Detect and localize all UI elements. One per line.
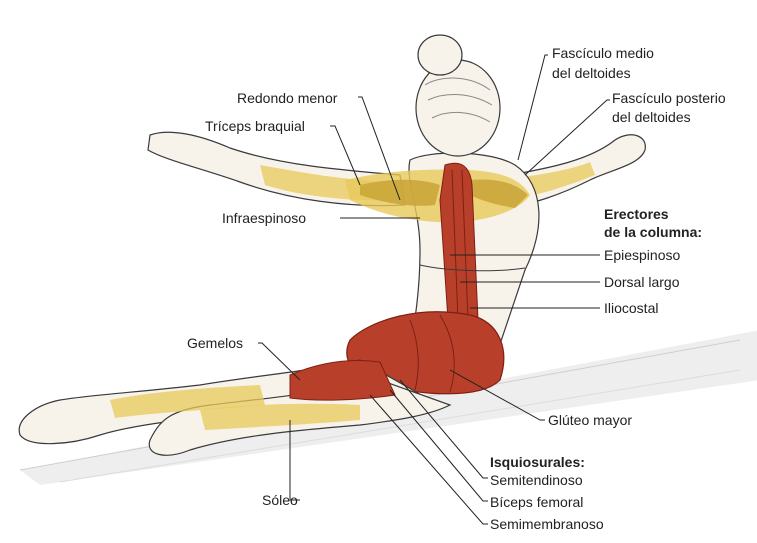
label-infraespinoso: Infraespinoso bbox=[222, 210, 307, 226]
label-dorsal-largo: Dorsal largo bbox=[604, 274, 680, 290]
label-triceps-braquial: Tríceps braquial bbox=[205, 118, 305, 134]
label-fasciculo-medio-line2: del deltoides bbox=[552, 65, 631, 81]
label-fasciculo-posterior-line1: Fascículo posterio bbox=[612, 90, 726, 106]
label-epiespinoso: Epiespinoso bbox=[604, 247, 681, 263]
leader-lines bbox=[258, 54, 610, 525]
label-gluteo-mayor: Glúteo mayor bbox=[548, 412, 633, 428]
label-erectores-title-line1: Erectores bbox=[604, 206, 669, 222]
label-soleo: Sóleo bbox=[262, 492, 298, 508]
label-fasciculo-medio-line1: Fascículo medio bbox=[552, 45, 654, 61]
label-isquiosurales-title: Isquiosurales: bbox=[490, 454, 585, 470]
label-biceps-femoral: Bíceps femoral bbox=[490, 494, 584, 510]
head bbox=[415, 34, 501, 157]
label-iliocostal: Iliocostal bbox=[604, 300, 659, 316]
label-fasciculo-posterior-line2: del deltoides bbox=[612, 109, 691, 125]
label-semimembranoso: Semimembranoso bbox=[490, 516, 604, 532]
legs bbox=[18, 359, 452, 456]
label-semitendinoso: Semitendinoso bbox=[490, 472, 583, 488]
right-arm bbox=[509, 134, 646, 206]
label-erectores-title-line2: de la columna: bbox=[604, 224, 703, 240]
label-redondo-menor: Redondo menor bbox=[237, 90, 338, 106]
torso bbox=[345, 152, 540, 351]
label-gemelos: Gemelos bbox=[187, 335, 244, 351]
